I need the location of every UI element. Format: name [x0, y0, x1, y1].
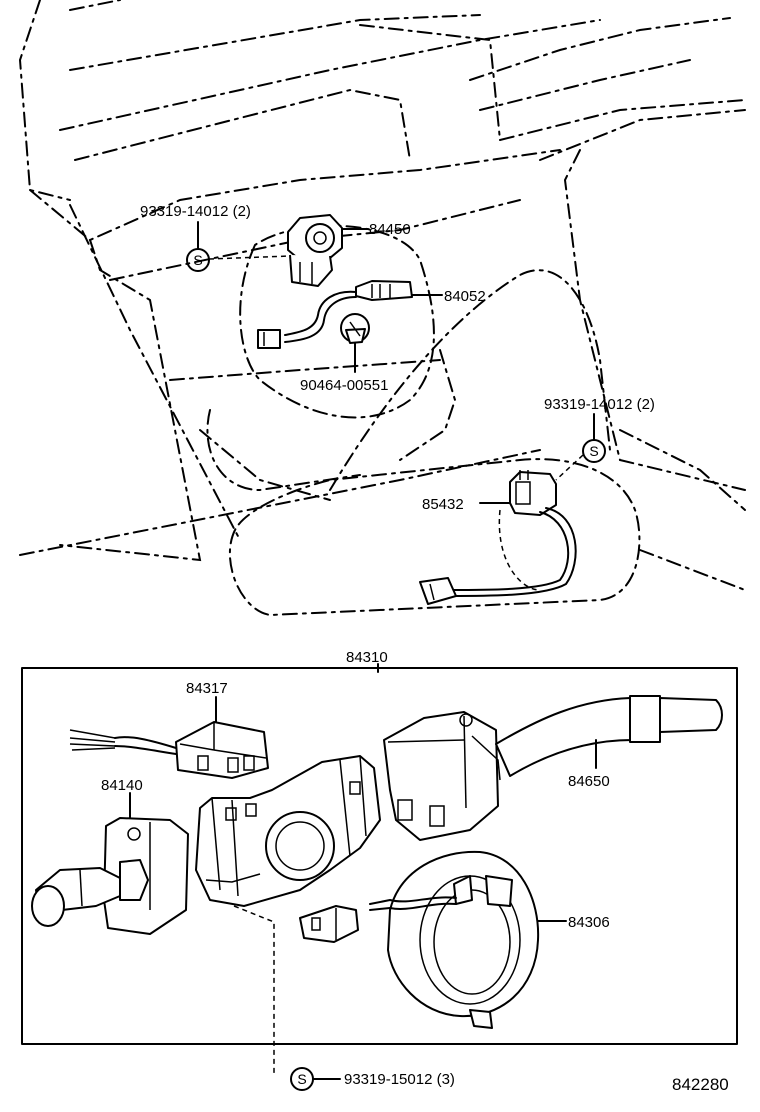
dashed-link-mid [555, 454, 584, 481]
screw-symbol-mid-text: S [589, 443, 598, 459]
diagram-code: 842280 [672, 1075, 729, 1094]
lower-panel-outline [229, 269, 641, 617]
label-84140: 84140 [101, 777, 143, 794]
screw-symbol-bottom: S [290, 1067, 314, 1091]
label-84052: 84052 [444, 288, 486, 305]
part-switch-base-bracket[interactable] [195, 755, 381, 907]
label-93319-14012-top: 93319-14012 (2) [140, 203, 251, 220]
screw-symbol-mid: S [582, 439, 606, 463]
part-85432-switch[interactable] [419, 470, 577, 605]
column-panel-outline [206, 224, 435, 492]
label-93319-15012-bottom: 93319-15012 (3) [344, 1071, 455, 1088]
part-84306-spiral-cable[interactable] [299, 850, 540, 1029]
assembly-84310-frame [21, 667, 738, 1045]
dashed-link-85432 [498, 509, 541, 591]
label-84450: 84450 [369, 221, 411, 238]
label-84306: 84306 [568, 914, 610, 931]
screw-symbol-bottom-text: S [297, 1071, 306, 1087]
part-84052-wire-harness[interactable] [257, 280, 413, 349]
label-85432: 85432 [422, 496, 464, 513]
label-90464-00551: 90464-00551 [300, 377, 388, 394]
label-84650: 84650 [568, 773, 610, 790]
dashed-link-top [208, 255, 291, 260]
dashed-link-bottom [233, 905, 275, 1075]
screw-symbol-top-text: S [193, 252, 202, 268]
part-84317-module[interactable] [69, 721, 269, 779]
part-84140-lever-switch[interactable] [31, 817, 189, 935]
dashboard-outline [18, 0, 746, 591]
part-90464-clip[interactable] [340, 313, 370, 344]
label-84317: 84317 [186, 680, 228, 697]
part-84650-wiper-lever[interactable] [383, 695, 723, 841]
part-84450-key-cylinder[interactable] [287, 214, 343, 287]
label-93319-14012-mid: 93319-14012 (2) [544, 396, 655, 413]
label-84310: 84310 [346, 649, 388, 666]
